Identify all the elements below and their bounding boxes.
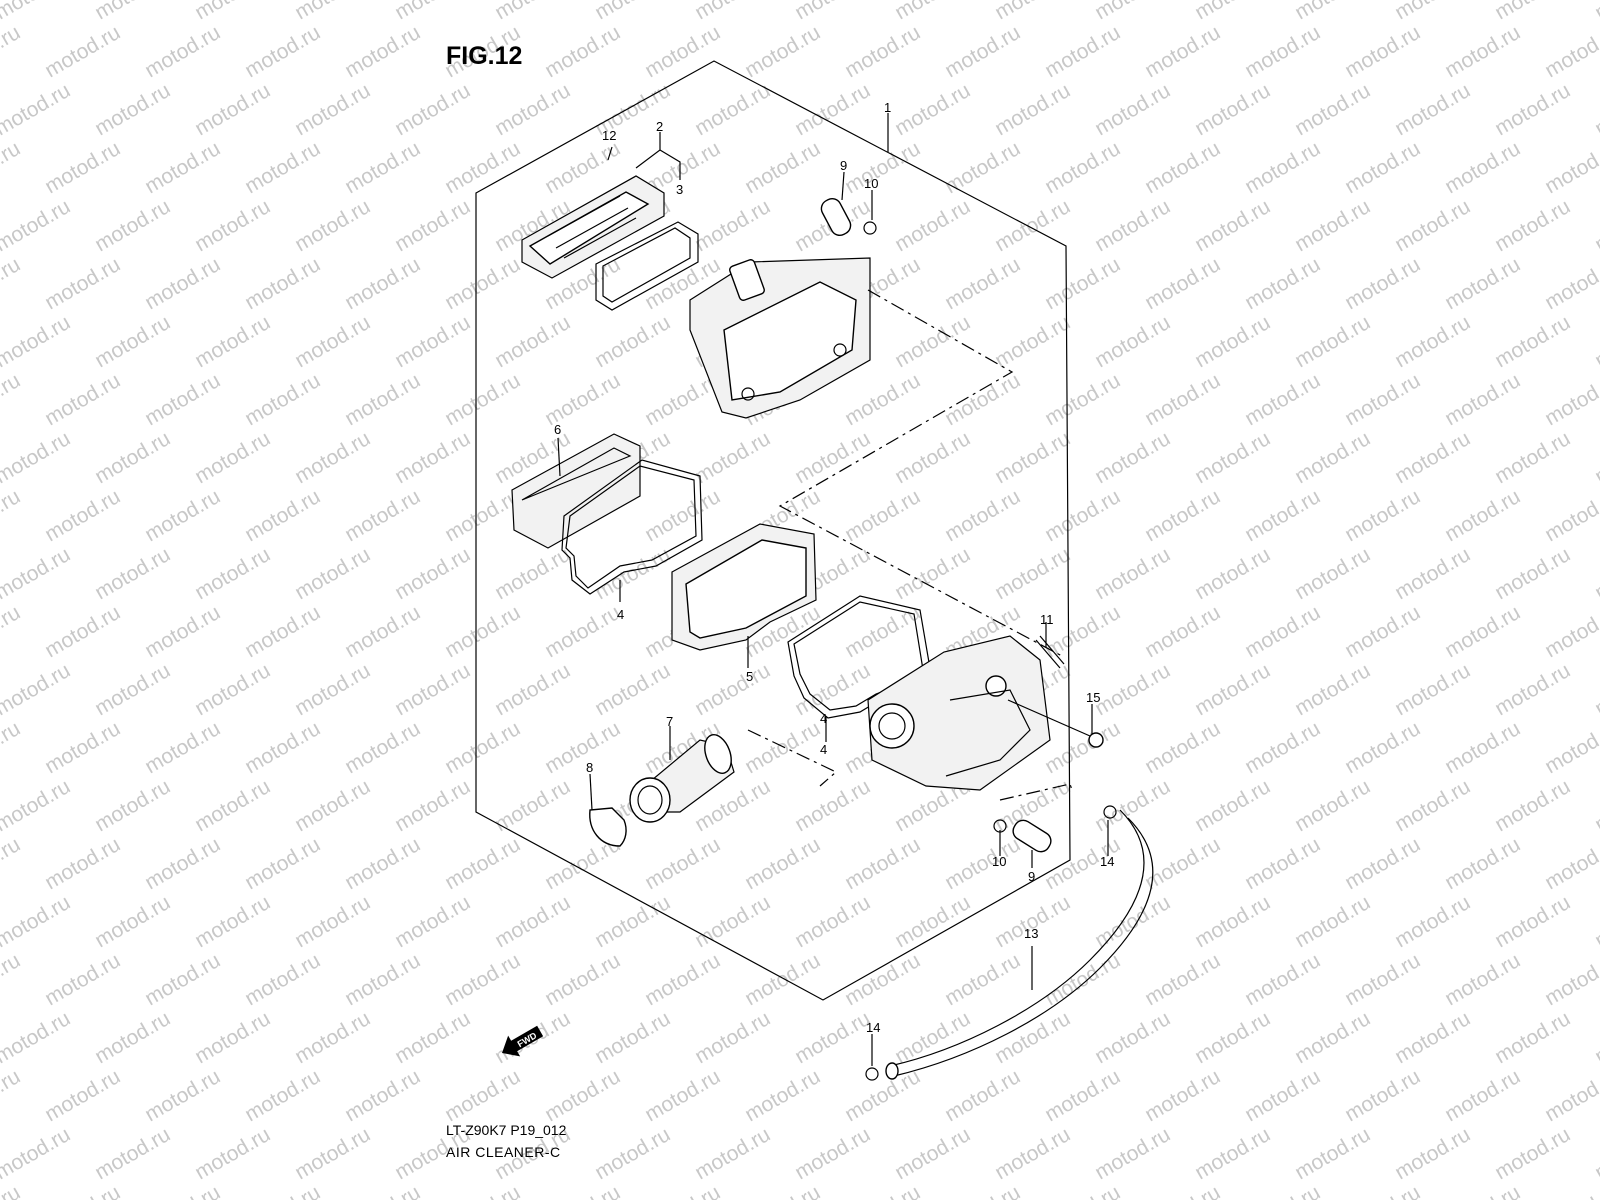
- fwd-arrow-icon: FWD: [502, 1025, 544, 1057]
- callout-1: 1: [884, 100, 891, 115]
- alignment-line-a: [778, 289, 1063, 657]
- alignment-line-c: [999, 783, 1073, 801]
- callout-12: 12: [602, 128, 616, 143]
- part-pin-bottom: [993, 819, 1052, 853]
- alignment-line-b: [747, 729, 838, 787]
- callout-5: 5: [746, 669, 753, 684]
- callout-3: 3: [676, 182, 683, 197]
- part-clip-14-top: [1103, 805, 1117, 819]
- part-clamp: [589, 807, 627, 847]
- part-gasket-3: [595, 221, 699, 311]
- callout-4-lower: 4: [820, 711, 827, 726]
- callout-9-top: 9: [840, 158, 847, 173]
- part-bolt-15: [1007, 699, 1104, 748]
- part-filter-frame: [671, 523, 817, 651]
- figure-code: LT-Z90K7 P19_012: [446, 1122, 567, 1138]
- callout-9-bottom: 9: [1028, 869, 1035, 884]
- callout-15: 15: [1086, 690, 1100, 705]
- part-intake-pipe: [629, 734, 735, 823]
- part-hose: [885, 809, 1154, 1080]
- part-clip-14-bottom: [865, 1067, 879, 1081]
- callout-10-bottom: 10: [992, 854, 1006, 869]
- callout-14-bottom: 14: [866, 1020, 880, 1035]
- callout-4-upper: 4: [617, 607, 624, 622]
- part-pin-top: [820, 198, 877, 236]
- callout-4-case: 4: [820, 742, 827, 757]
- callout-11: 11: [1040, 612, 1054, 627]
- assembly-frame: [475, 60, 1071, 1001]
- callout-13: 13: [1024, 926, 1038, 941]
- callout-7: 7: [666, 714, 673, 729]
- part-cover-plate: [521, 175, 665, 279]
- callout-6: 6: [554, 422, 561, 437]
- callout-2: 2: [656, 119, 663, 134]
- callout-10-top: 10: [864, 176, 878, 191]
- part-gasket-4-upper: [561, 459, 703, 595]
- figure-subtitle: AIR CLEANER-C: [446, 1144, 561, 1160]
- callout-8: 8: [586, 760, 593, 775]
- leader-lines: [557, 113, 1109, 1066]
- figure-title: FIG.12: [446, 42, 523, 70]
- part-element: [511, 433, 641, 549]
- part-case-lower: [867, 635, 1051, 791]
- part-case-upper: [689, 257, 871, 419]
- callout-14-top: 14: [1100, 854, 1114, 869]
- part-screw-11: [1035, 635, 1065, 669]
